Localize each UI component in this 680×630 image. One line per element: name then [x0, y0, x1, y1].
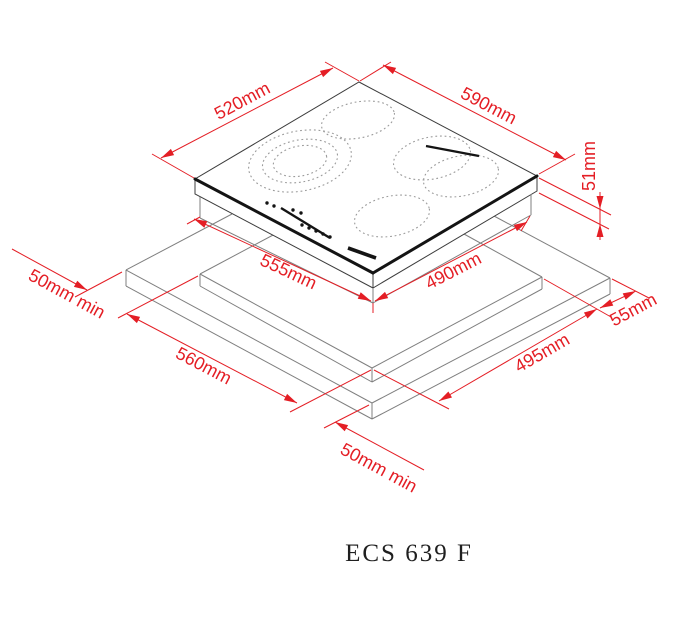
- model-label: ECS 639 F: [345, 540, 473, 567]
- burners: [248, 100, 500, 238]
- dim-label-cutout-width: 560mm: [173, 343, 235, 389]
- arrow: [383, 65, 397, 75]
- cutout-back-right-edge: [463, 233, 543, 278]
- arrow: [73, 280, 87, 290]
- arrow: [127, 314, 141, 324]
- arrow: [357, 292, 371, 301]
- arrow: [596, 224, 604, 237]
- dim-cutout-width: 560mm: [117, 275, 372, 413]
- countertop-back-right-edge: [493, 215, 611, 279]
- arrow: [194, 219, 208, 228]
- control-dot: [291, 208, 295, 212]
- control-dot: [299, 211, 303, 215]
- dim-front-wall-clearance: 50mm min: [323, 404, 425, 497]
- control-dot: [300, 223, 304, 227]
- dim-label-front-wall-clearance: 50mm min: [337, 439, 420, 497]
- cutout-back-left-edge: [199, 233, 276, 275]
- cutout-front-right-edge: [371, 276, 543, 369]
- control-dot: [265, 201, 269, 205]
- dual-zone-mark: [425, 144, 480, 158]
- dim-label-hob-depth: 520mm: [211, 78, 273, 124]
- dim-left-wall-clearance: 50mm min: [11, 248, 123, 323]
- arrow: [439, 391, 452, 401]
- dim-label-body-width: 555mm: [257, 250, 320, 293]
- dim-label-body-depth: 490mm: [422, 248, 485, 293]
- dim-label-hob-height: 51mm: [579, 141, 599, 191]
- arrow: [583, 309, 597, 319]
- arrow: [283, 393, 297, 403]
- countertop-cutout: [199, 233, 543, 383]
- cutout-front-left-edge: [199, 273, 373, 369]
- dim-label-cutout-depth: 495mm: [511, 329, 573, 376]
- dim-hob-height: 51mm: [538, 141, 612, 240]
- control-dot: [307, 226, 311, 230]
- arrow: [161, 148, 175, 158]
- hob: [193, 81, 539, 304]
- arrow: [600, 299, 614, 308]
- hob-front-left-glass-edge: [193, 177, 375, 275]
- dim-label-hob-width: 590mm: [458, 83, 520, 128]
- dim-label-left-wall-clearance: 50mm min: [25, 265, 108, 323]
- arrow: [596, 196, 604, 209]
- hob-front-right-glass-edge: [371, 174, 539, 275]
- burner-triple-left: [248, 129, 352, 193]
- hob-lower-body: [199, 194, 532, 304]
- cutout-inner-walls: [199, 274, 543, 383]
- arrow: [335, 422, 349, 432]
- countertop-back-left-edge: [125, 213, 233, 271]
- control-panel: [265, 201, 377, 260]
- dim-label-right-edge-distance: 55mm: [606, 289, 660, 330]
- dim-cutout-depth: 495mm: [373, 278, 612, 410]
- arrow: [622, 291, 636, 300]
- control-dot: [272, 204, 276, 208]
- burner-back: [320, 100, 396, 140]
- arrow: [513, 222, 527, 232]
- arrow: [552, 150, 566, 160]
- control-slider-bar: [280, 206, 331, 240]
- countertop-front-left-edge: [125, 269, 373, 404]
- arrow: [319, 68, 333, 78]
- countertop-thickness-edges: [125, 270, 611, 420]
- brand-bar: [347, 246, 377, 260]
- arrow: [375, 291, 389, 301]
- countertop-front-right-edge: [371, 277, 611, 404]
- dim-right-edge-distance: 55mm: [599, 278, 660, 330]
